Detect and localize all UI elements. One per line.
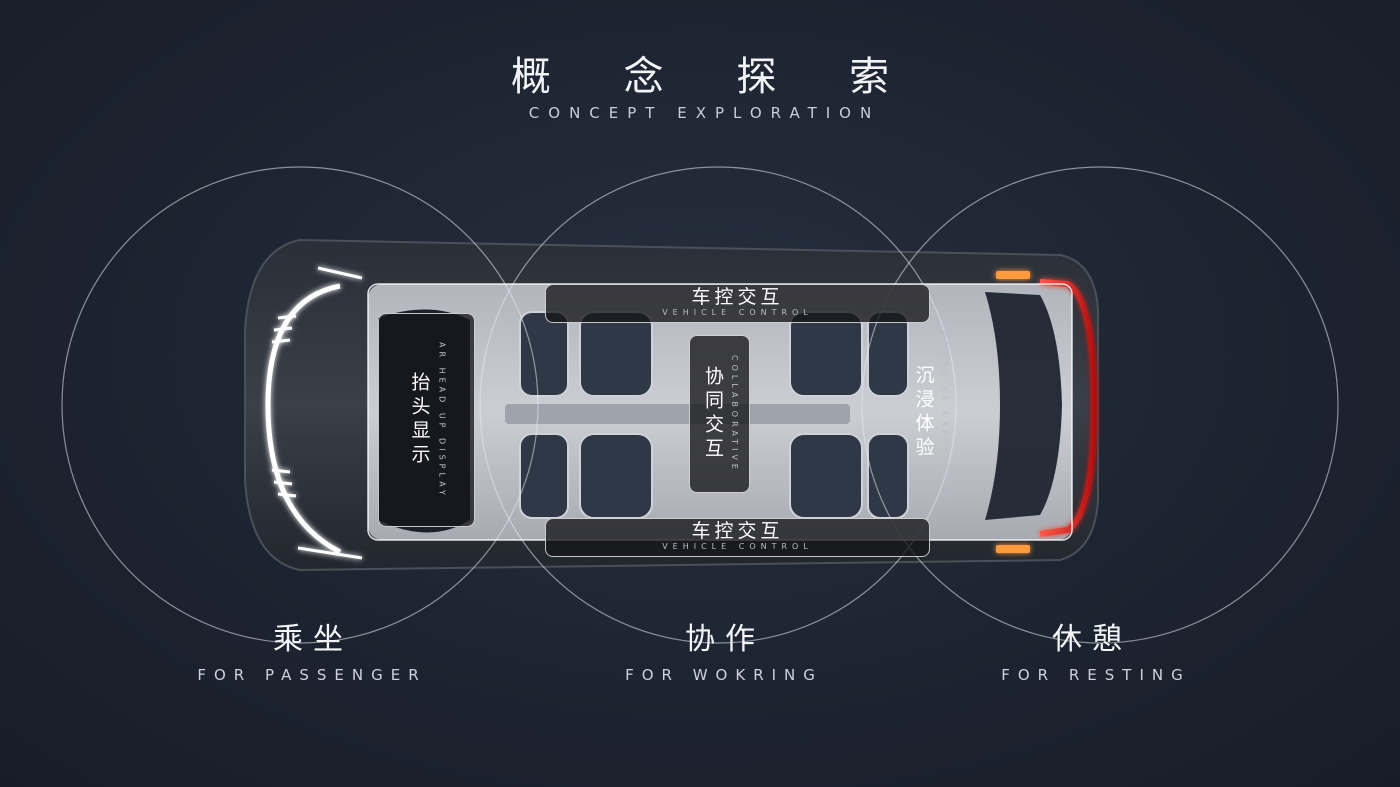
- headlight-dashes: [271, 266, 363, 560]
- rear-window: [985, 292, 1062, 520]
- circle-resting: [861, 166, 1339, 644]
- center-console: [505, 404, 850, 424]
- immersive-cn: 沉浸体验: [912, 364, 935, 461]
- collaborative-cn: 协同交互: [702, 366, 724, 462]
- section-passenger-cn: 乘坐: [273, 622, 353, 657]
- section-working-en: FOR WOKRING: [625, 666, 823, 684]
- section-working-cn: 协作: [685, 622, 765, 657]
- ar-hud-en: AR HEAD UP DISPLAY: [437, 341, 447, 499]
- circle-passenger: [61, 166, 539, 644]
- page-subtitle: CONCEPT EXPLORATION: [528, 104, 881, 122]
- ar-hud-label: AR HEAD UP DISPLAY 抬头显示: [378, 313, 475, 527]
- vehicle-control-bottom-cn: 车控交互: [691, 520, 784, 542]
- seats: [519, 311, 909, 519]
- taillight: [1039, 279, 1098, 537]
- vehicle-control-top-cn: 车控交互: [691, 286, 784, 308]
- circle-working: [479, 166, 957, 644]
- turn-signals: [996, 271, 1030, 553]
- immersive-en: IMMERSIVE EXPERIENCE: [940, 323, 950, 502]
- collaborative-box: [689, 335, 750, 493]
- ar-hud-cn: 抬头显示: [408, 372, 431, 468]
- concept-circles: [61, 166, 1339, 644]
- collaborative-label: COLLABORATIVE 协同交互: [689, 335, 750, 493]
- vehicle-control-bottom-box: 车控交互 VEHICLE CONTROL: [545, 518, 930, 557]
- vehicle-control-top-en: VEHICLE CONTROL: [662, 308, 813, 317]
- headlight: [265, 283, 342, 555]
- immersive-label: IMMERSIVE EXPERIENCE 沉浸体验: [900, 300, 960, 525]
- section-resting-en: FOR RESTING: [1001, 666, 1191, 684]
- page-title: 概 念 探 索: [510, 54, 920, 100]
- ar-hud-box: [378, 313, 475, 527]
- vehicle-control-top-box: 车控交互 VEHICLE CONTROL: [545, 284, 930, 323]
- section-passenger-en: FOR PASSENGER: [197, 666, 427, 684]
- collaborative-en: COLLABORATIVE: [730, 355, 739, 473]
- vehicle-control-bottom-en: VEHICLE CONTROL: [662, 542, 813, 551]
- section-resting-cn: 休憩: [1052, 622, 1132, 657]
